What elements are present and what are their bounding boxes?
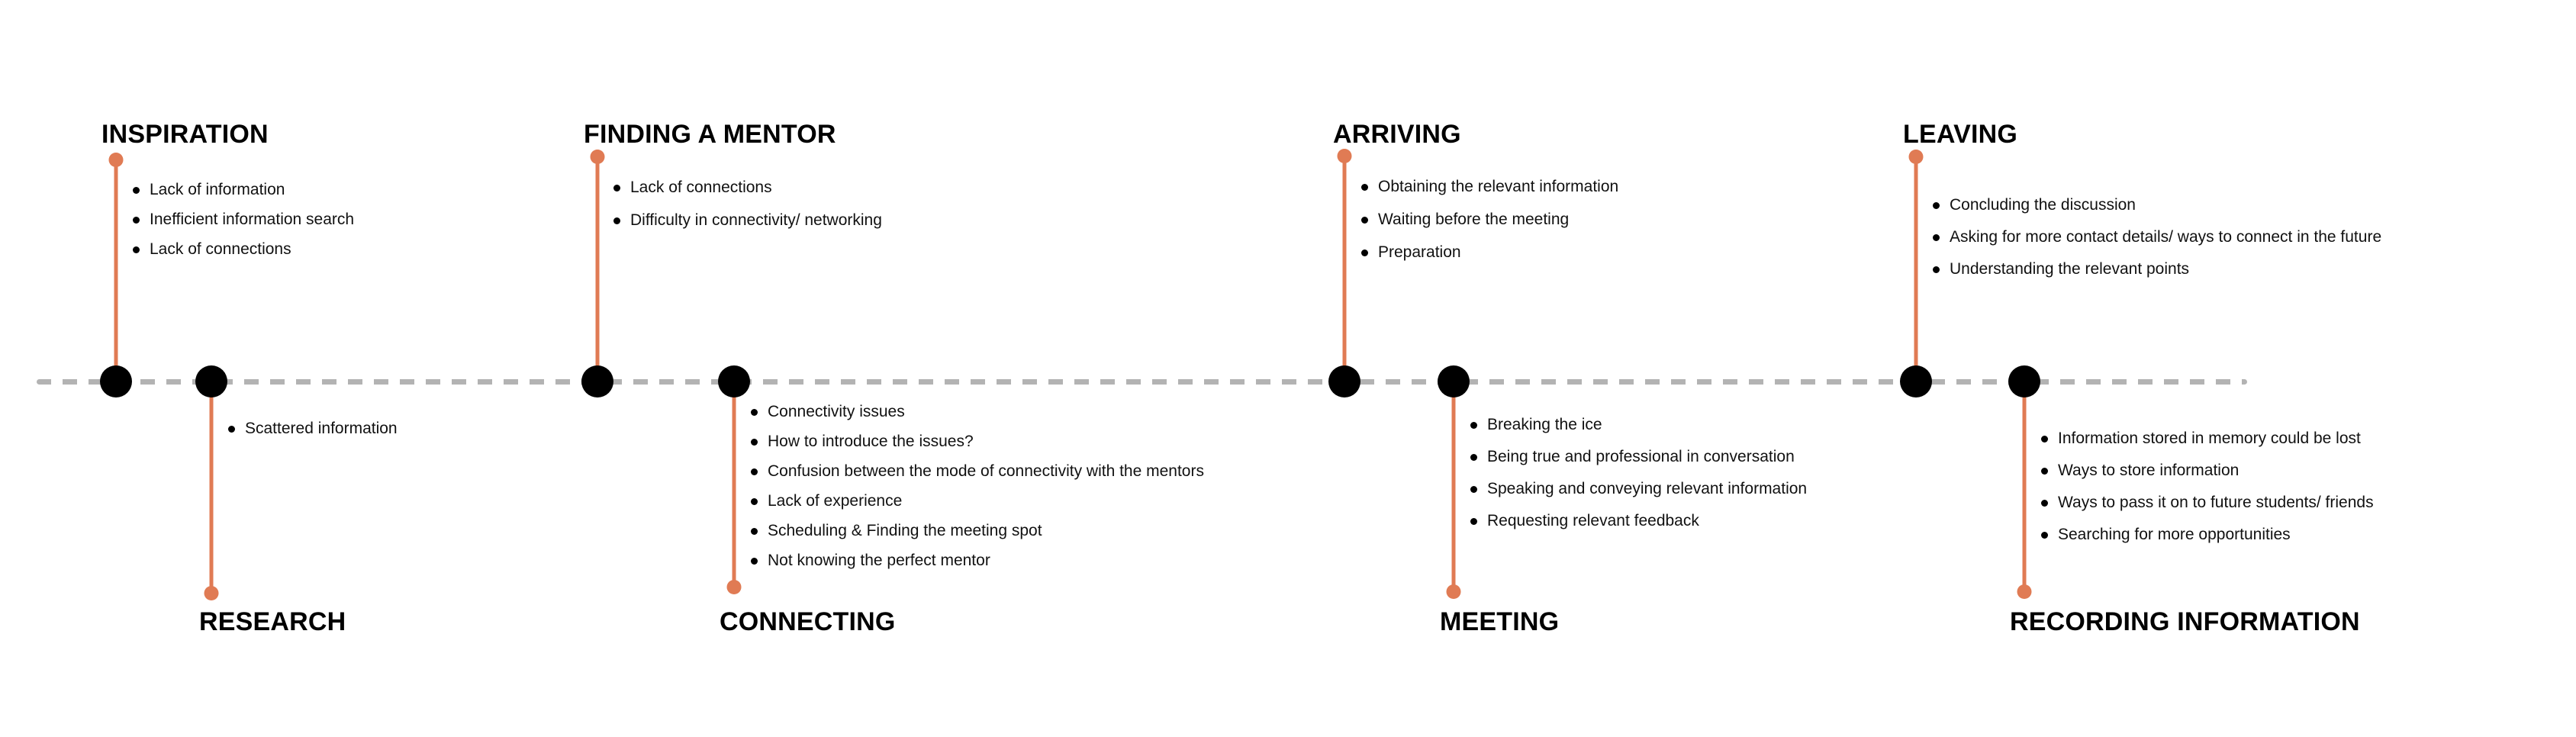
list-item: Difficulty in connectivity/ networking (610, 212, 882, 228)
stem-leaving (1914, 156, 1918, 381)
list-item: How to introduce the issues? (748, 433, 1204, 449)
list-item: Concluding the discussion (1930, 197, 2381, 213)
stem-meeting (1451, 381, 1456, 591)
stem-inspiration (114, 159, 118, 381)
list-item: Breaking the ice (1467, 417, 1807, 433)
list-item: Being true and professional in conversat… (1467, 449, 1807, 465)
list-item: Asking for more contact details/ ways to… (1930, 229, 2381, 245)
node-connecting[interactable] (718, 365, 750, 397)
stage-items-arriving: Obtaining the relevant information Waiti… (1358, 179, 1618, 277)
list-item: Ways to store information (2038, 462, 2374, 478)
stem-cap-recording-information (2017, 584, 2032, 599)
stem-connecting (732, 381, 736, 586)
list-item: Scattered information (225, 420, 398, 436)
list-item: Ways to pass it on to future students/ f… (2038, 494, 2374, 510)
list-item: Connectivity issues (748, 404, 1204, 420)
list-item: Scheduling & Finding the meeting spot (748, 523, 1204, 539)
stage-items-recording-information: Information stored in memory could be lo… (2038, 430, 2374, 558)
stage-title-meeting: MEETING (1440, 607, 1560, 636)
node-arriving[interactable] (1328, 365, 1360, 397)
stage-title-finding-a-mentor: FINDING A MENTOR (584, 120, 836, 149)
stem-cap-connecting (726, 580, 742, 594)
list-item: Speaking and conveying relevant informat… (1467, 481, 1807, 497)
node-meeting[interactable] (1438, 365, 1470, 397)
list-item: Waiting before the meeting (1358, 211, 1618, 227)
stage-items-connecting: Connectivity issues How to introduce the… (748, 404, 1204, 568)
stage-title-inspiration: INSPIRATION (101, 120, 269, 149)
stem-recording-information (2022, 381, 2027, 591)
list-item: Lack of connections (130, 241, 354, 257)
list-item: Searching for more opportunities (2038, 526, 2374, 542)
node-inspiration[interactable] (100, 365, 132, 397)
timeline-axis (37, 379, 2247, 385)
stage-items-finding-a-mentor: Lack of connections Difficulty in connec… (610, 179, 882, 245)
list-item: Preparation (1358, 244, 1618, 260)
node-research[interactable] (195, 365, 227, 397)
node-leaving[interactable] (1900, 365, 1932, 397)
node-finding-a-mentor[interactable] (581, 365, 613, 397)
list-item: Understanding the relevant points (1930, 261, 2381, 277)
list-item: Obtaining the relevant information (1358, 179, 1618, 195)
stem-finding-a-mentor (595, 156, 600, 381)
list-item: Information stored in memory could be lo… (2038, 430, 2374, 446)
stage-items-inspiration: Lack of information Inefficient informat… (130, 182, 354, 257)
stage-items-leaving: Concluding the discussion Asking for mor… (1930, 197, 2381, 293)
list-item: Lack of information (130, 182, 354, 198)
list-item: Lack of experience (748, 493, 1204, 509)
list-item: Requesting relevant feedback (1467, 513, 1807, 529)
stem-cap-inspiration (108, 153, 124, 167)
stage-title-connecting: CONNECTING (720, 607, 896, 636)
stage-title-arriving: ARRIVING (1333, 120, 1461, 149)
stem-cap-research (204, 586, 219, 600)
stage-title-leaving: LEAVING (1903, 120, 2018, 149)
node-recording-information[interactable] (2008, 365, 2040, 397)
list-item: Confusion between the mode of connectivi… (748, 463, 1204, 479)
list-item: Lack of connections (610, 179, 882, 195)
stem-research (209, 381, 214, 593)
stem-cap-arriving (1337, 149, 1352, 163)
stem-cap-finding-a-mentor (590, 150, 605, 164)
stage-title-research: RESEARCH (199, 607, 346, 636)
stem-cap-meeting (1446, 584, 1461, 599)
list-item: Inefficient information search (130, 211, 354, 227)
stem-cap-leaving (1908, 150, 1924, 164)
stem-arriving (1342, 156, 1347, 381)
stage-title-recording-information: RECORDING INFORMATION (2010, 607, 2360, 636)
stage-items-research: Scattered information (225, 420, 398, 436)
stage-items-meeting: Breaking the ice Being true and professi… (1467, 417, 1807, 545)
list-item: Not knowing the perfect mentor (748, 552, 1204, 568)
